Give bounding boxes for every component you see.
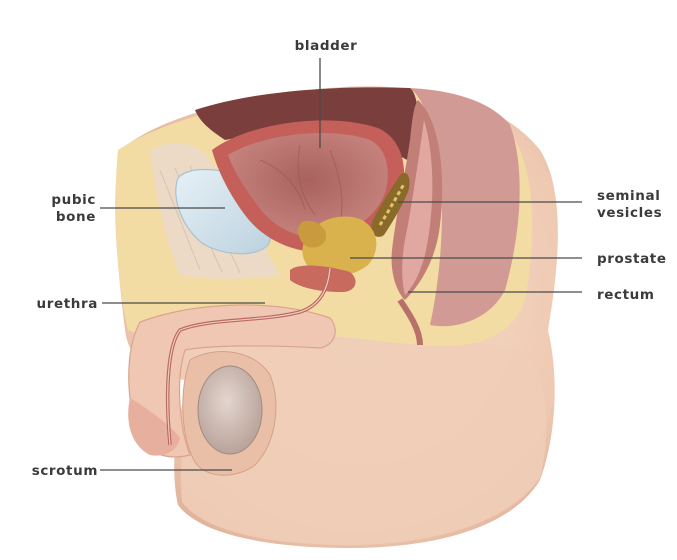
vesicle-highlight — [378, 183, 406, 226]
testis — [197, 365, 263, 455]
glans — [128, 398, 180, 456]
label-pubic: pubic — [51, 192, 96, 208]
bladder-folds — [259, 144, 343, 223]
anal-canal — [397, 298, 423, 346]
label-seminal: seminal — [597, 188, 660, 204]
label-prostate: prostate — [597, 251, 667, 267]
urethra-lumen — [167, 267, 331, 446]
label-rectum: rectum — [597, 287, 655, 303]
prostate-left-lobe — [298, 220, 326, 248]
perineal-muscle — [290, 265, 356, 292]
bladder-interior — [228, 132, 388, 238]
label-bone: bone — [56, 209, 96, 225]
label-urethra: urethra — [37, 296, 98, 312]
label-scrotum: scrotum — [32, 463, 98, 479]
label-vesicles: vesicles — [597, 205, 662, 221]
rectum-inner — [402, 120, 433, 295]
label-bladder: bladder — [295, 38, 358, 54]
